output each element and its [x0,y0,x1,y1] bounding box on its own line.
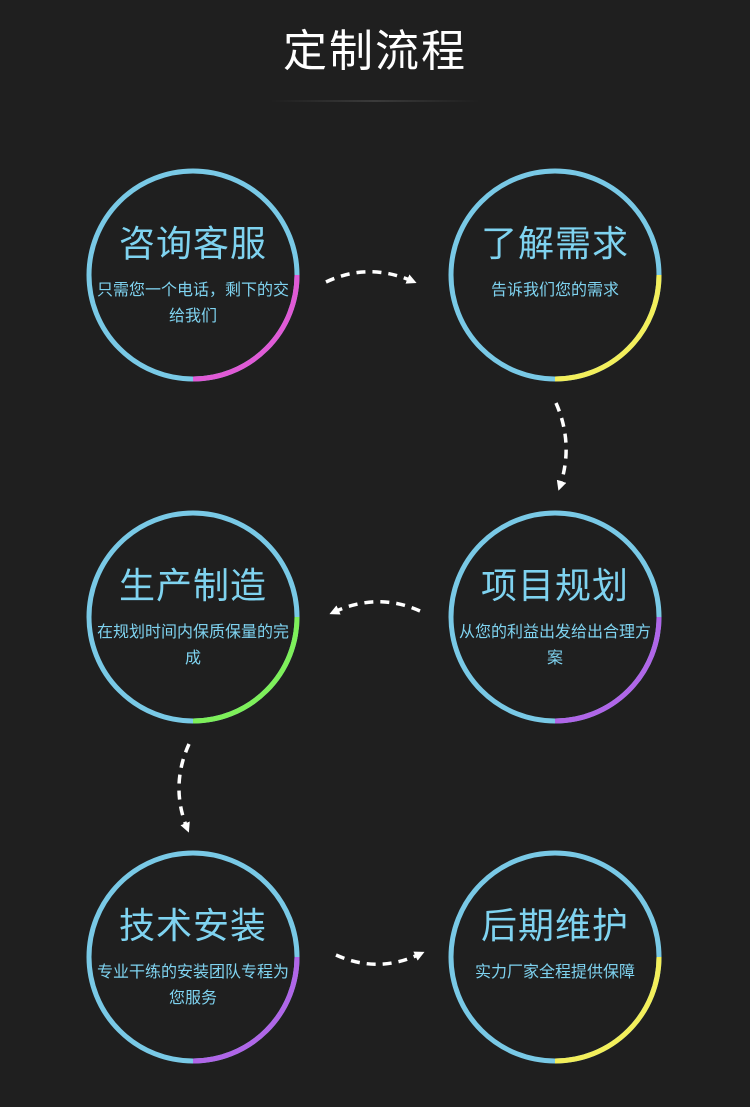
step-1-desc: 只需您一个电话，剩下的交给我们 [97,280,290,325]
step-4-title: 生产制造 [118,566,267,607]
arrow-1-to-2 [325,270,417,284]
step-ring-3 [448,510,662,724]
step-ring-5 [86,850,300,1064]
step-5-desc: 专业干练的安装团队专程为您服务 [97,962,290,1007]
step-4-desc: 在规划时间内保质保量的完成 [97,622,290,667]
step-1-title: 咨询客服 [118,224,267,265]
arrow-3-to-4 [329,600,421,615]
step-6: 后期维护 实力厂家全程提供保障 [455,905,655,985]
step-3: 项目规划 从您的利益出发给出合理方案 [455,565,655,671]
page-title: 定制流程 [283,26,467,77]
arrow-4-to-5 [177,743,191,833]
step-2: 了解需求 告诉我们您的需求 [455,223,655,303]
step-6-title: 后期维护 [480,906,629,947]
step-2-desc: 告诉我们您的需求 [490,280,619,299]
title-divider [270,100,480,102]
step-3-desc: 从您的利益出发给出合理方案 [459,622,652,667]
arrow-2-to-3 [554,402,568,491]
step-ring-2 [448,168,662,382]
step-ring-4 [86,510,300,724]
step-5-title: 技术安装 [118,906,267,947]
step-6-desc: 实力厂家全程提供保障 [474,962,635,981]
step-5: 技术安装 专业干练的安装团队专程为您服务 [93,905,293,1011]
step-ring-1 [86,168,300,382]
step-1: 咨询客服 只需您一个电话，剩下的交给我们 [93,223,293,329]
step-2-title: 了解需求 [480,224,629,265]
step-3-title: 项目规划 [480,566,629,607]
step-ring-6 [448,850,662,1064]
arrow-5-to-6 [335,951,425,966]
step-4: 生产制造 在规划时间内保质保量的完成 [93,565,293,671]
